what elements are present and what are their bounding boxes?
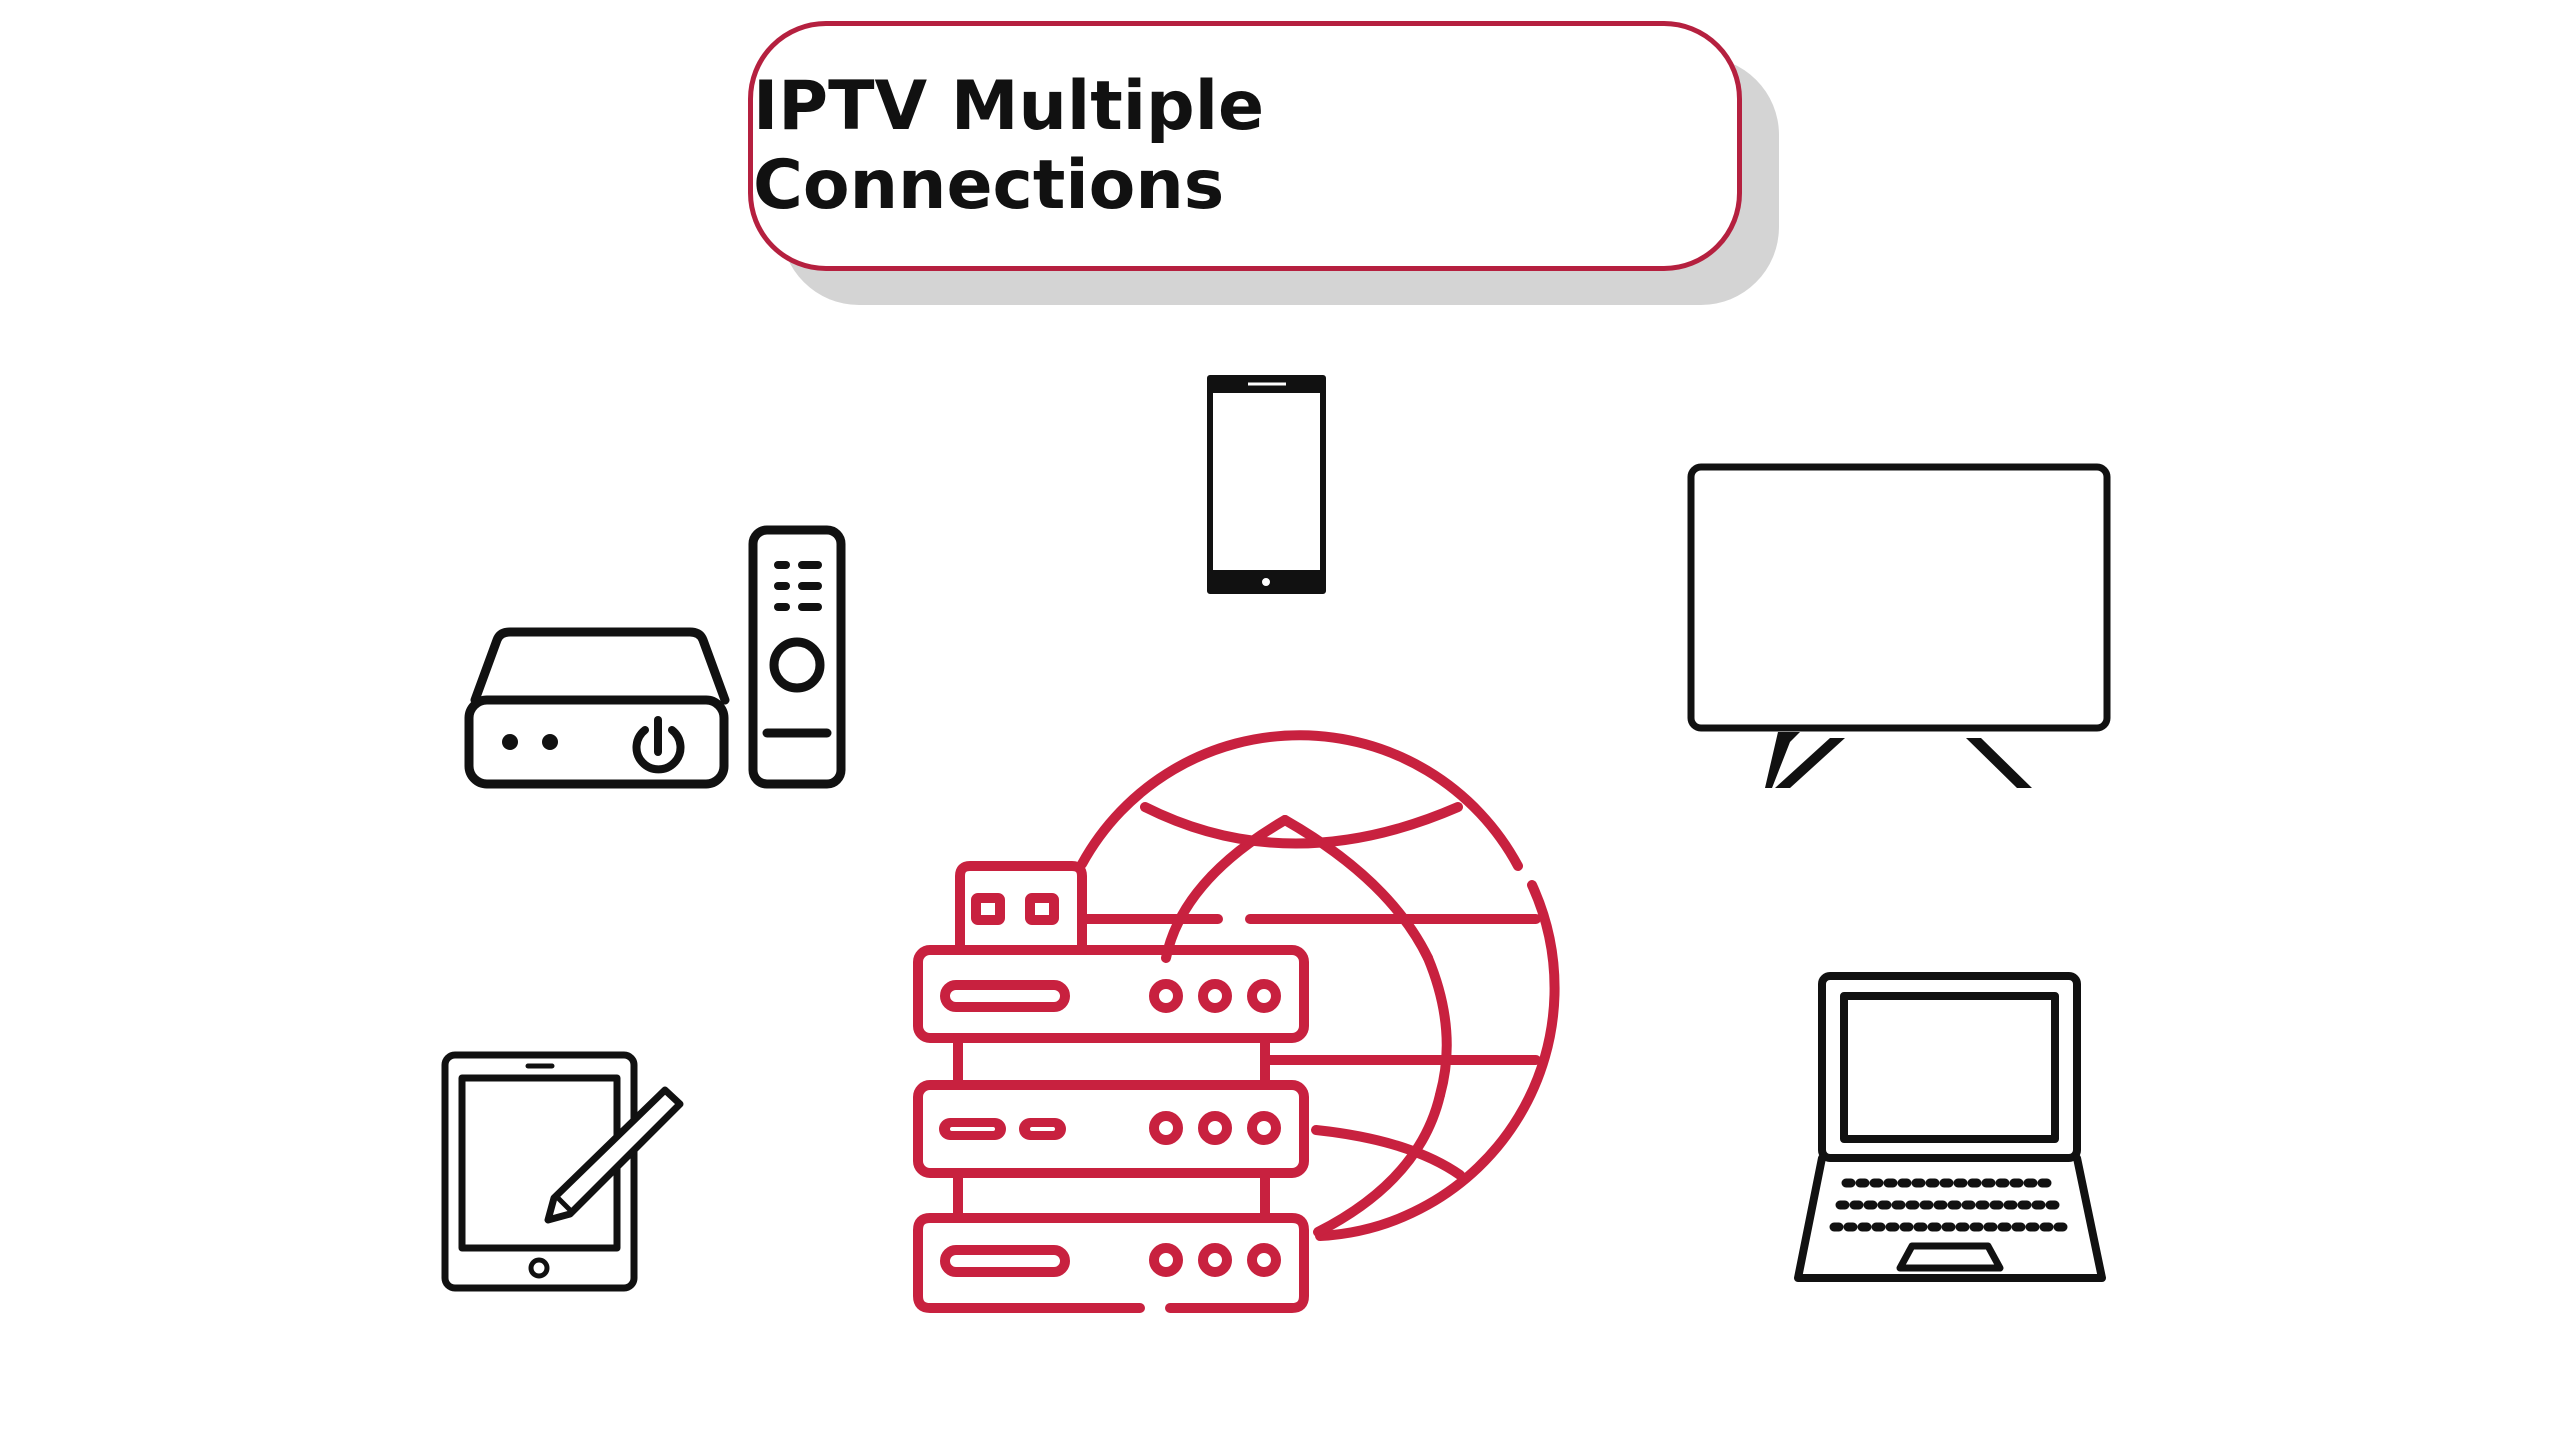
title-box: IPTV Multiple Connections — [748, 21, 1742, 271]
server-globe-icon — [913, 730, 1560, 1313]
page-title: IPTV Multiple Connections — [753, 67, 1265, 225]
laptop-icon — [1794, 972, 2106, 1282]
smartphone-icon — [1207, 375, 1326, 594]
remote-control-icon — [748, 525, 846, 789]
smart-tv-icon — [1687, 463, 2111, 788]
set-top-box-icon — [464, 627, 730, 789]
tablet-stylus-icon — [441, 1051, 684, 1292]
